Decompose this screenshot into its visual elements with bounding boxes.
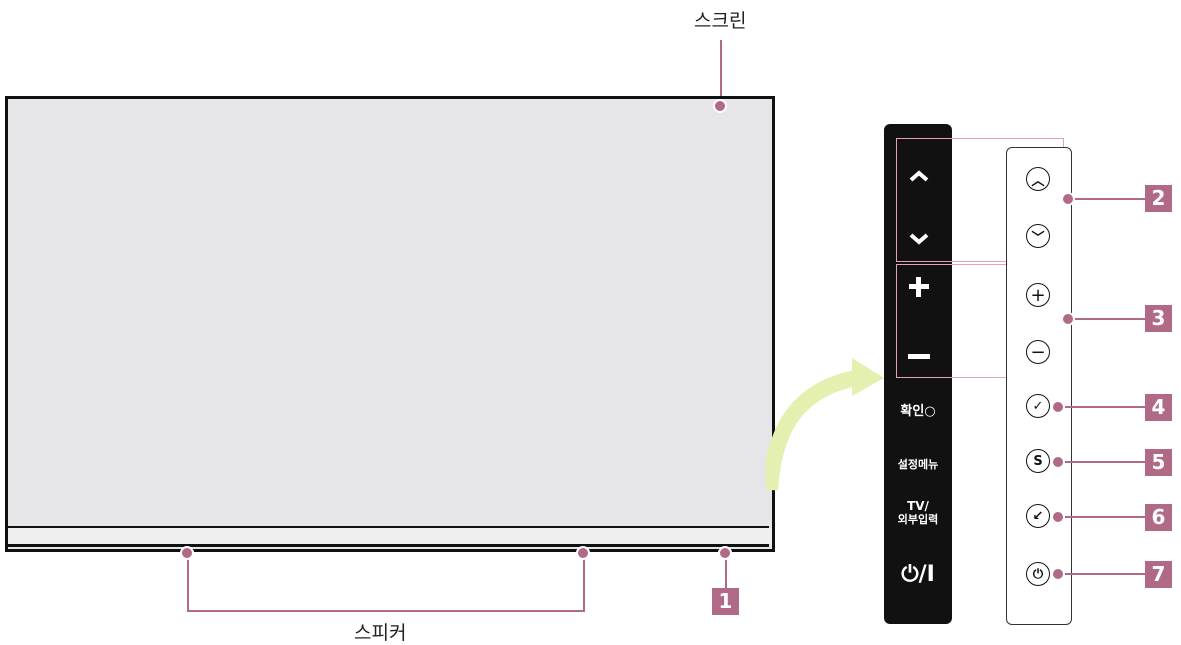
tv-bezel-line-bottom: [5, 544, 769, 547]
panel-minus-icon[interactable]: [908, 354, 930, 360]
callout-7-dot: [1051, 567, 1065, 581]
callout-3-badge: 3: [1145, 305, 1172, 332]
tv-screen: [5, 96, 775, 552]
callout-4-badge: 4: [1145, 394, 1172, 421]
callout-6-line: [1058, 516, 1146, 518]
panel-ok-button[interactable]: 확인○: [900, 404, 936, 419]
side-up-icon[interactable]: ︿: [1026, 167, 1050, 191]
callout-1-dot: [718, 546, 732, 560]
callout-6-dot: [1051, 510, 1065, 524]
callout-2-dot: [1061, 192, 1075, 206]
screen-callout-line: [720, 40, 722, 102]
side-button-panel: [1006, 147, 1072, 625]
callout-7-badge: 7: [1145, 561, 1172, 588]
callout-5-line: [1058, 461, 1146, 463]
panel-settings-button[interactable]: 설정메뉴: [897, 458, 939, 471]
speaker-bracket-left: [187, 552, 189, 612]
panel-power-button[interactable]: ⏻/I: [901, 562, 935, 587]
side-plus-icon[interactable]: +: [1026, 283, 1050, 307]
callout-4-line: [1058, 406, 1146, 408]
side-power-icon[interactable]: ⏻: [1026, 562, 1050, 586]
tv-bottom-bezel: [8, 528, 772, 544]
panel-up-icon[interactable]: [909, 169, 929, 183]
callout-3-dot: [1061, 312, 1075, 326]
side-input-icon[interactable]: ↙: [1026, 504, 1050, 528]
panel-input-line2: 외부입력: [897, 513, 939, 526]
callout-6-badge: 6: [1145, 504, 1172, 531]
callout-2-line: [1068, 198, 1146, 200]
side-down-icon[interactable]: ﹀: [1026, 224, 1050, 248]
speaker-bracket-bottom: [187, 610, 585, 612]
callout-2-badge: 2: [1145, 185, 1172, 212]
tv-bezel-line-top: [5, 526, 769, 528]
side-ok-icon[interactable]: ✓: [1026, 394, 1050, 418]
speaker-bracket-right: [583, 552, 585, 612]
speaker-label: 스피커: [354, 622, 407, 644]
screen-label: 스크린: [694, 10, 747, 32]
side-minus-icon[interactable]: −: [1026, 340, 1050, 364]
pointer-arrow: [766, 358, 884, 491]
callout-5-badge: 5: [1145, 449, 1172, 476]
callout-1-badge: 1: [712, 588, 739, 615]
panel-input-button[interactable]: TV/ 외부입력: [884, 499, 952, 527]
side-settings-icon[interactable]: S: [1026, 449, 1050, 473]
callout-3-line: [1068, 318, 1146, 320]
speaker-dot-left: [180, 546, 194, 560]
panel-input-line1: TV/: [907, 499, 929, 513]
callout-1-line: [725, 552, 727, 588]
speaker-dot-right: [576, 546, 590, 560]
callout-4-dot: [1051, 400, 1065, 414]
callout-5-dot: [1051, 455, 1065, 469]
control-panel: 확인○ 설정메뉴 TV/ 외부입력 ⏻/I: [884, 124, 952, 624]
panel-plus-icon[interactable]: [908, 276, 930, 298]
screen-callout-dot: [713, 99, 727, 113]
panel-down-icon[interactable]: [909, 232, 929, 246]
callout-7-line: [1058, 573, 1146, 575]
